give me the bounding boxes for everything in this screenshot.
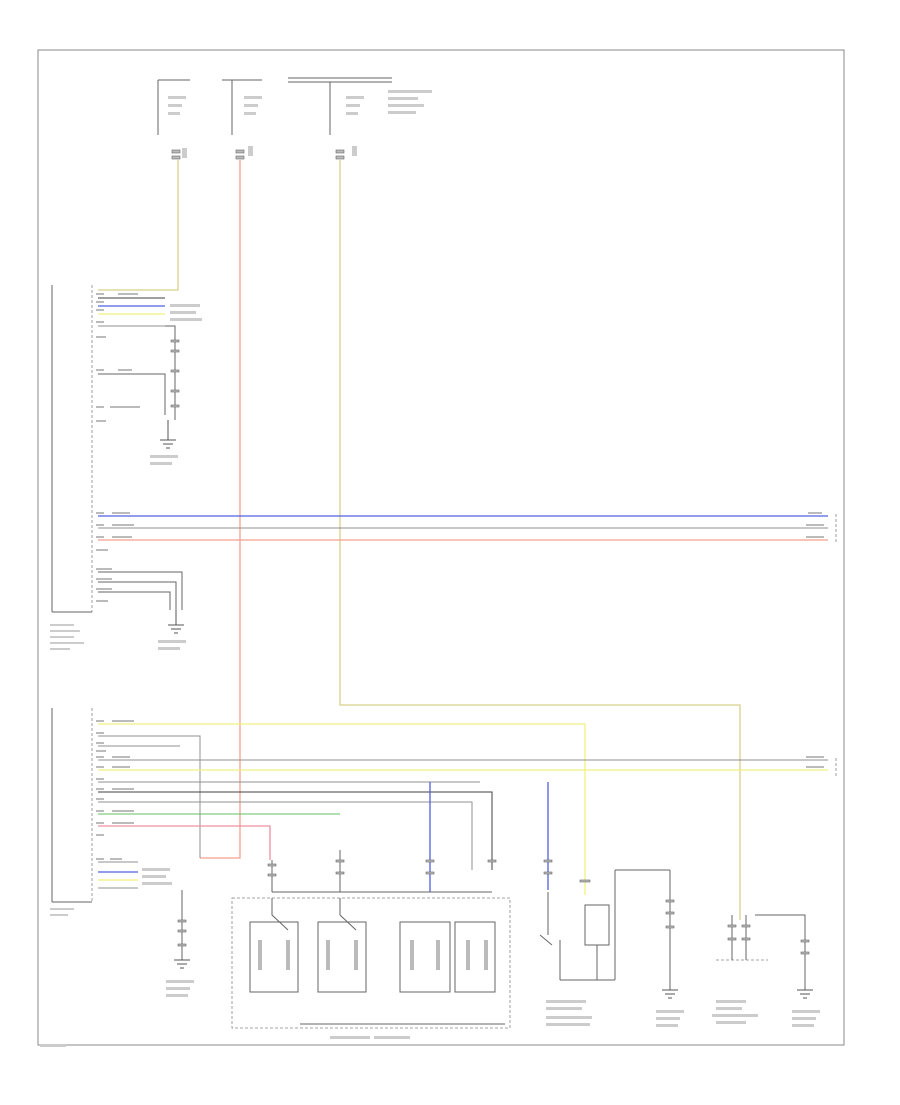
lower-module bbox=[50, 708, 837, 997]
sensor-component bbox=[712, 914, 806, 1024]
can-bus-wires bbox=[96, 512, 837, 551]
wire-tan-vertical bbox=[98, 160, 179, 291]
ground-group-4 bbox=[656, 870, 684, 1027]
main-wires bbox=[98, 160, 741, 920]
diagram-frame bbox=[37, 49, 845, 1046]
fuse-block-3 bbox=[288, 77, 432, 160]
ground-group-2 bbox=[50, 568, 186, 650]
ground-icon-1 bbox=[160, 439, 176, 449]
wire-tan-long bbox=[339, 160, 741, 920]
ground-icon-2 bbox=[168, 624, 184, 634]
ground-group-5 bbox=[792, 939, 820, 1027]
fuse-block-1 bbox=[157, 79, 190, 160]
fuse-block-2 bbox=[222, 79, 262, 160]
wire-red-vertical bbox=[200, 160, 241, 859]
ground-icon-3 bbox=[174, 959, 190, 969]
blue-wires bbox=[429, 782, 549, 892]
switch-assembly bbox=[539, 869, 670, 1026]
diagram-code-mark bbox=[40, 1044, 66, 1047]
component-group-bottom bbox=[231, 850, 553, 1039]
upper-module bbox=[51, 285, 202, 613]
ground-icon-5 bbox=[797, 989, 813, 999]
ground-icon-4 bbox=[662, 989, 678, 999]
